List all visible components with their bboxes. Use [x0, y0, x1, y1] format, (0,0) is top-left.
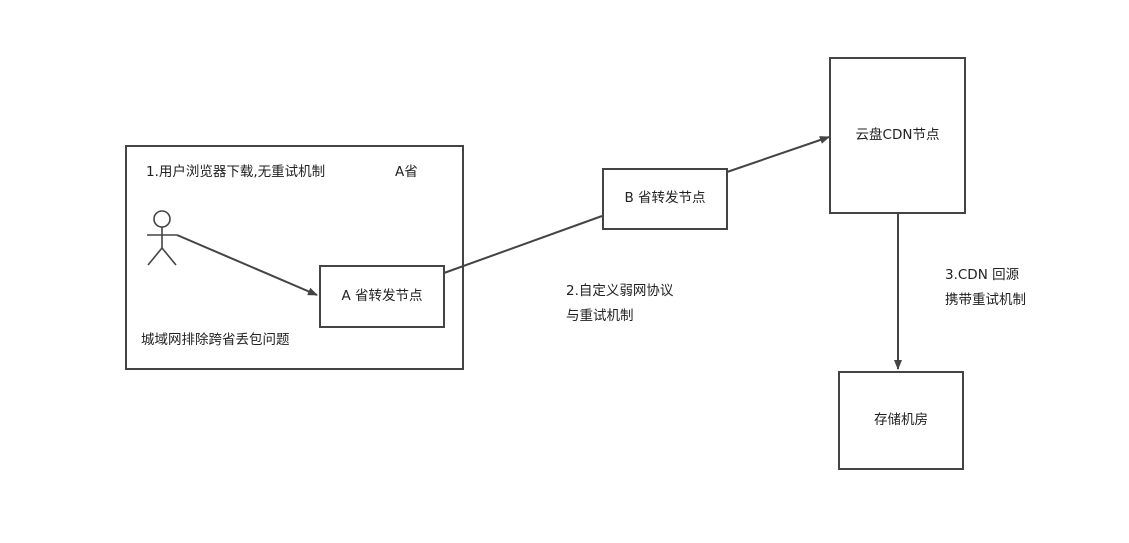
- node-storage: 存储机房: [838, 371, 964, 470]
- province-bottom-note: 城域网排除跨省丢包问题: [141, 332, 290, 348]
- node-cdn-label: 云盘CDN节点: [855, 126, 940, 143]
- step3-label-line2: 携带重试机制: [945, 292, 1026, 308]
- province-a-region: [125, 145, 464, 370]
- step3-label-line1: 3.CDN 回源: [945, 267, 1020, 283]
- province-label: A省: [395, 164, 418, 180]
- line-a-relay-to-b-relay: [443, 215, 603, 274]
- node-storage-label: 存储机房: [874, 411, 928, 428]
- arrow-user-to-a-relay: [176, 234, 318, 296]
- user-icon: [147, 210, 177, 266]
- arrow-b-relay-to-cdn: [726, 136, 830, 173]
- step2-label-line2: 与重试机制: [566, 308, 634, 324]
- node-b-relay: B 省转发节点: [602, 168, 728, 230]
- node-a-relay-label: A 省转发节点: [341, 287, 423, 304]
- node-b-relay-label: B 省转发节点: [624, 190, 706, 207]
- node-cdn: 云盘CDN节点: [829, 57, 966, 214]
- step1-label: 1.用户浏览器下载,无重试机制: [146, 164, 326, 180]
- step2-label-line1: 2.自定义弱网协议: [566, 283, 674, 299]
- node-a-relay: A 省转发节点: [319, 265, 445, 328]
